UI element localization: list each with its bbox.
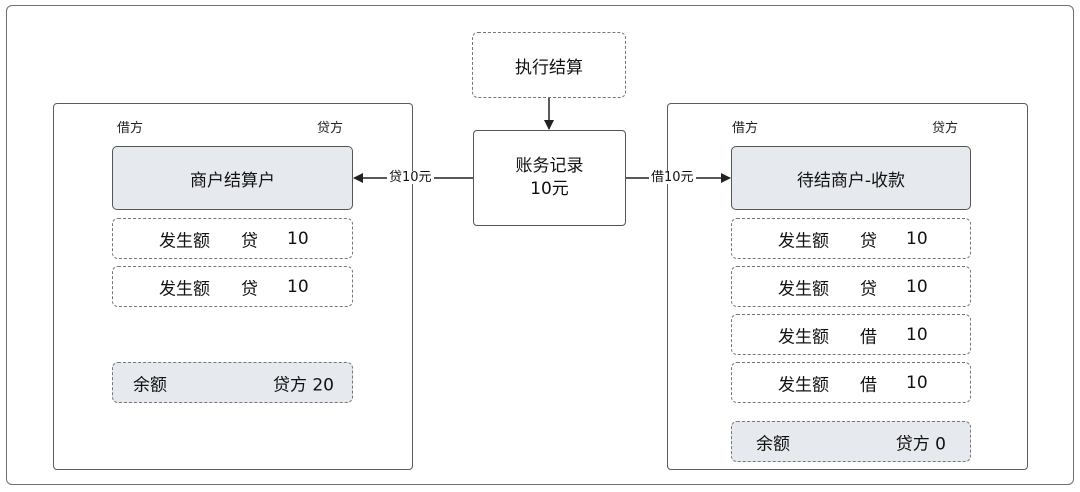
right-entry-2: 发生额 贷 10 — [731, 266, 971, 307]
entry-side: 借 — [860, 327, 877, 347]
balance-label: 余额 — [756, 434, 790, 454]
left-arrow-label: 贷10元 — [387, 170, 434, 185]
balance-value: 贷方 20 — [272, 375, 334, 395]
right-entry-3: 发生额 借 10 — [731, 314, 971, 355]
right-balance: 余额 贷方 0 — [731, 421, 971, 462]
execute-settlement-node: 执行结算 — [472, 32, 626, 98]
left-account-title: 商户结算户 — [112, 146, 353, 210]
entry-amount: 10 — [906, 372, 928, 393]
entry-kind: 发生额 — [778, 375, 829, 395]
entry-kind: 发生额 — [778, 231, 829, 251]
right-entry-4: 发生额 借 10 — [731, 362, 971, 403]
right-account-title: 待结商户-收款 — [731, 146, 971, 210]
ledger-record-amount: 10元 — [530, 179, 569, 199]
entry-side: 贷 — [860, 231, 877, 251]
left-balance: 余额 贷方 20 — [112, 362, 353, 403]
left-debit-label: 借方 — [117, 121, 144, 136]
balance-label: 余额 — [133, 375, 167, 395]
entry-side: 借 — [860, 375, 877, 395]
left-entry-2: 发生额 贷 10 — [112, 266, 353, 307]
ledger-record-node: 账务记录 10元 — [473, 130, 626, 226]
entry-kind: 发生额 — [159, 279, 210, 299]
entry-kind: 发生额 — [778, 279, 829, 299]
ledger-record-title: 账务记录 — [515, 156, 584, 177]
entry-amount: 10 — [906, 324, 928, 345]
balance-value: 贷方 0 — [895, 434, 946, 454]
right-entry-1: 发生额 贷 10 — [731, 218, 971, 259]
entry-amount: 10 — [906, 228, 928, 249]
left-entry-1: 发生额 贷 10 — [112, 218, 353, 259]
entry-amount: 10 — [906, 276, 928, 297]
right-debit-label: 借方 — [732, 121, 759, 136]
left-account-title-text: 商户结算户 — [190, 170, 275, 191]
entry-side: 贷 — [241, 231, 258, 251]
right-account-title-text: 待结商户-收款 — [796, 170, 906, 191]
left-credit-label: 贷方 — [317, 121, 344, 136]
entry-side: 贷 — [860, 279, 877, 299]
right-arrow-label: 借10元 — [649, 170, 696, 185]
right-credit-label: 贷方 — [932, 121, 959, 136]
entry-kind: 发生额 — [778, 327, 829, 347]
entry-side: 贷 — [241, 279, 258, 299]
entry-kind: 发生额 — [159, 231, 210, 251]
execute-settlement-label: 执行结算 — [515, 57, 583, 78]
entry-amount: 10 — [287, 276, 309, 297]
entry-amount: 10 — [287, 228, 309, 249]
